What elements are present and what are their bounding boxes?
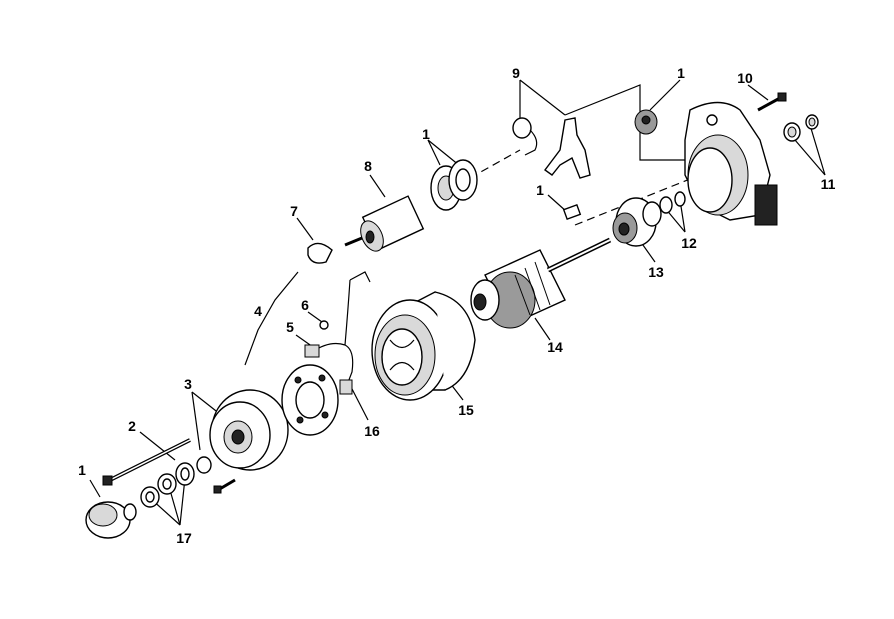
callout-bushings: 11 xyxy=(820,176,836,192)
solenoid-gasket xyxy=(430,159,478,211)
clips xyxy=(659,191,686,214)
drive-pinion xyxy=(612,197,662,247)
callout-housing-bolt: 10 xyxy=(737,70,753,86)
callout-through-bolt: 2 xyxy=(128,418,136,434)
housing-bolt xyxy=(757,92,787,112)
callout-brush-holder: 16 xyxy=(364,423,380,439)
callout-key: 1 xyxy=(536,182,544,198)
callout-boot: 7 xyxy=(290,203,298,219)
callout-rear-housing: 3 xyxy=(184,376,192,392)
callout-end-cap: 1 xyxy=(78,462,86,478)
callout-armature: 14 xyxy=(547,339,563,355)
bushings xyxy=(783,114,819,142)
brush-assembly xyxy=(304,271,371,395)
washer-set xyxy=(123,462,195,521)
callout-nut: 6 xyxy=(301,297,309,313)
callout-grommet: 1 xyxy=(677,65,685,81)
callout-solenoid: 8 xyxy=(364,158,372,174)
callout-drive-pinion: 13 xyxy=(648,264,664,280)
callout-gasket: 1 xyxy=(422,126,430,142)
armature xyxy=(470,237,612,329)
callout-washers: 17 xyxy=(176,530,192,546)
shift-fork xyxy=(512,117,591,179)
brush-plate xyxy=(281,364,339,436)
rear-housing xyxy=(196,389,289,494)
terminal-boot xyxy=(307,242,333,264)
callout-field-frame: 15 xyxy=(458,402,474,418)
callout-shift-fork: 9 xyxy=(512,65,520,81)
callout-clips: 12 xyxy=(681,235,697,251)
key xyxy=(562,204,582,220)
through-bolt xyxy=(102,438,191,486)
front-housing xyxy=(684,101,778,226)
field-frame xyxy=(371,291,476,401)
callout-brush-lead: 5 xyxy=(286,319,294,335)
grommet xyxy=(634,109,658,135)
callout-brush-group: 4 xyxy=(254,303,262,319)
end-cap xyxy=(85,501,131,539)
solenoid xyxy=(344,195,425,252)
